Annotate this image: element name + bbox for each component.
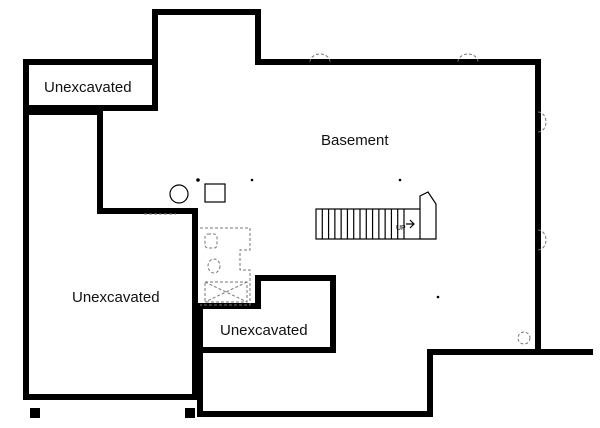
toilet-icon	[204, 233, 218, 249]
walls	[23, 9, 593, 417]
exterior-wall-outer	[23, 9, 593, 355]
exterior-wall-main	[23, 59, 198, 400]
stair-arrow-icon	[406, 219, 415, 229]
exterior-wall-lower-right	[197, 347, 541, 417]
bath-rough-in-icon	[200, 227, 251, 306]
shower-cross	[204, 281, 248, 303]
room-label-unexcavated-left: Unexcavated	[72, 289, 160, 306]
room-label-unexcavated-bottom: Unexcavated	[220, 322, 308, 339]
column-icon	[30, 408, 40, 418]
post-dots	[196, 178, 440, 299]
exterior-wall	[97, 109, 336, 353]
stair-outline	[315, 208, 421, 240]
bath-rough-in-outline	[200, 227, 251, 306]
window-icon	[457, 53, 479, 63]
shower-cross	[204, 281, 248, 303]
stair-landing	[419, 191, 437, 240]
window-icon	[309, 53, 331, 63]
stair-treads	[321, 209, 405, 239]
stairs-icon: UP	[315, 191, 437, 240]
sink-icon	[207, 258, 221, 274]
windows	[309, 53, 547, 251]
floor-drain-icon	[517, 331, 531, 345]
shower-icon	[204, 281, 248, 303]
column-icon	[185, 408, 195, 418]
post-icon	[196, 178, 200, 182]
furnace-icon	[204, 183, 226, 203]
room-label-basement: Basement	[321, 132, 389, 149]
window-icon	[537, 111, 547, 133]
post-icon	[398, 178, 402, 182]
unexcavated-top-left-wall	[23, 59, 158, 111]
post-icon	[250, 178, 254, 182]
stair-up-label: UP	[396, 225, 406, 232]
water-heater-icon	[169, 184, 189, 204]
room-label-unexcavated-top-left: Unexcavated	[44, 79, 132, 96]
window-icon	[537, 229, 547, 251]
post-icon	[436, 295, 440, 299]
